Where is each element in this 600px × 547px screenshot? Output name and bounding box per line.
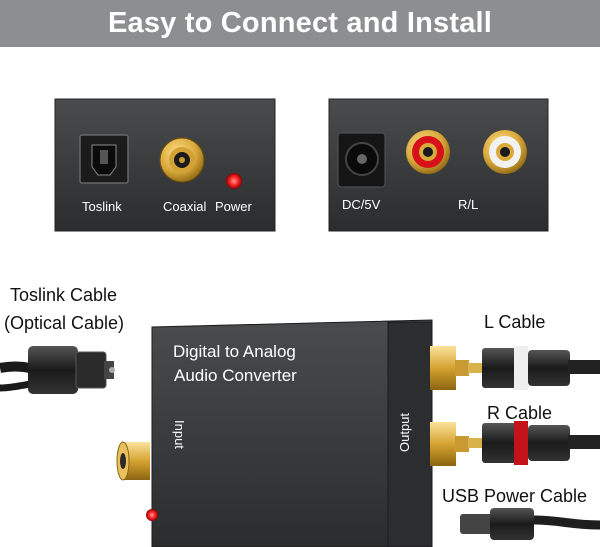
toslink-port-icon: [79, 134, 129, 184]
output-rca-bottom-icon: [430, 422, 469, 466]
toslink-cable-label: Toslink Cable: [10, 285, 118, 305]
r-cable-label: R Cable: [487, 403, 553, 423]
l-cable-label: L Cable: [484, 312, 546, 332]
converter-output-label: Output: [397, 412, 412, 452]
rca-red-port-icon: [406, 130, 450, 174]
rca-white-port-icon: [483, 130, 527, 174]
coaxial-port-label: Coaxial: [163, 199, 207, 214]
converter-box: [151, 319, 433, 547]
dc-jack-label: DC/5V: [342, 197, 381, 212]
converter-title-line1: Digital to Analog: [173, 342, 296, 361]
converter-title-line2: Audio Converter: [174, 366, 297, 385]
l-cable-plug-icon: [468, 346, 600, 390]
toslink-cable-sublabel: (Optical Cable): [4, 313, 125, 333]
toslink-cable-plug-icon: [0, 346, 115, 394]
coaxial-port-icon: [159, 137, 205, 183]
side-led-icon: [146, 509, 158, 521]
banner-title: Easy to Connect and Install: [107, 7, 493, 39]
usb-power-plug-icon: [460, 508, 600, 540]
rca-port-label: R/L: [458, 197, 479, 212]
power-led-icon: [226, 173, 242, 189]
toslink-port-label: Toslink: [82, 199, 122, 214]
output-rca-top-icon: [430, 346, 469, 390]
power-led-label: Power: [215, 199, 252, 214]
r-cable-plug-icon: [468, 421, 600, 465]
usb-power-cable-label: USB Power Cable: [442, 486, 588, 506]
dc-jack-icon: [337, 132, 386, 188]
input-coaxial-jack-icon: [116, 441, 150, 481]
banner: [0, 0, 600, 47]
converter-input-label: Input: [172, 420, 187, 449]
